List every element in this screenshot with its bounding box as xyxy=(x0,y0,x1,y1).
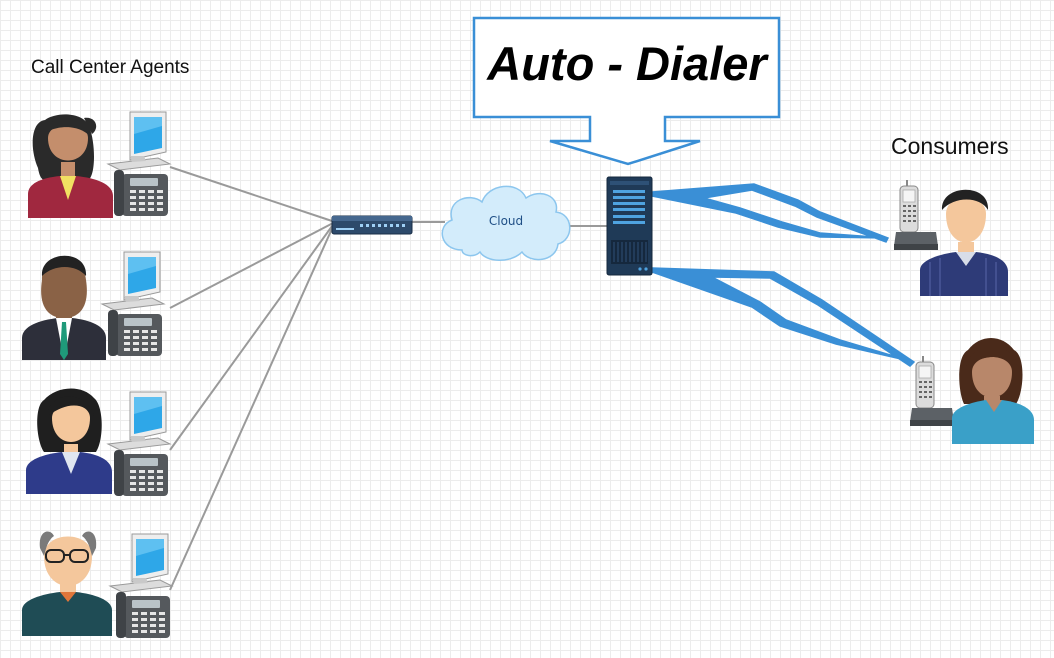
consumers-label: Consumers xyxy=(891,133,1009,159)
consumer-man-icon xyxy=(920,189,1008,296)
agent-wires xyxy=(169,166,610,591)
agent-woman-red-icon xyxy=(28,114,113,218)
cloud-label: Cloud xyxy=(488,214,524,228)
cordless-phone-icon xyxy=(893,179,939,251)
network-switch-icon xyxy=(331,215,413,235)
computer-phone-icon xyxy=(107,391,171,497)
agents-label: Call Center Agents xyxy=(31,57,190,78)
cloud-icon xyxy=(441,185,571,261)
diagram-title: Auto - Dialer xyxy=(487,37,767,90)
lightning-link-icon xyxy=(651,183,916,367)
computer-phone-icon xyxy=(101,251,165,357)
title-callout xyxy=(472,16,781,166)
consumer-woman-icon xyxy=(952,338,1034,444)
agent-man-suit-icon xyxy=(22,255,106,360)
computer-phone-icon xyxy=(109,533,173,639)
server-icon xyxy=(606,176,653,276)
agent-woman-blue-icon xyxy=(26,388,112,494)
agent-old-man-glasses-icon xyxy=(22,531,112,636)
cordless-phone-icon xyxy=(909,355,955,427)
computer-phone-icon xyxy=(107,111,171,217)
